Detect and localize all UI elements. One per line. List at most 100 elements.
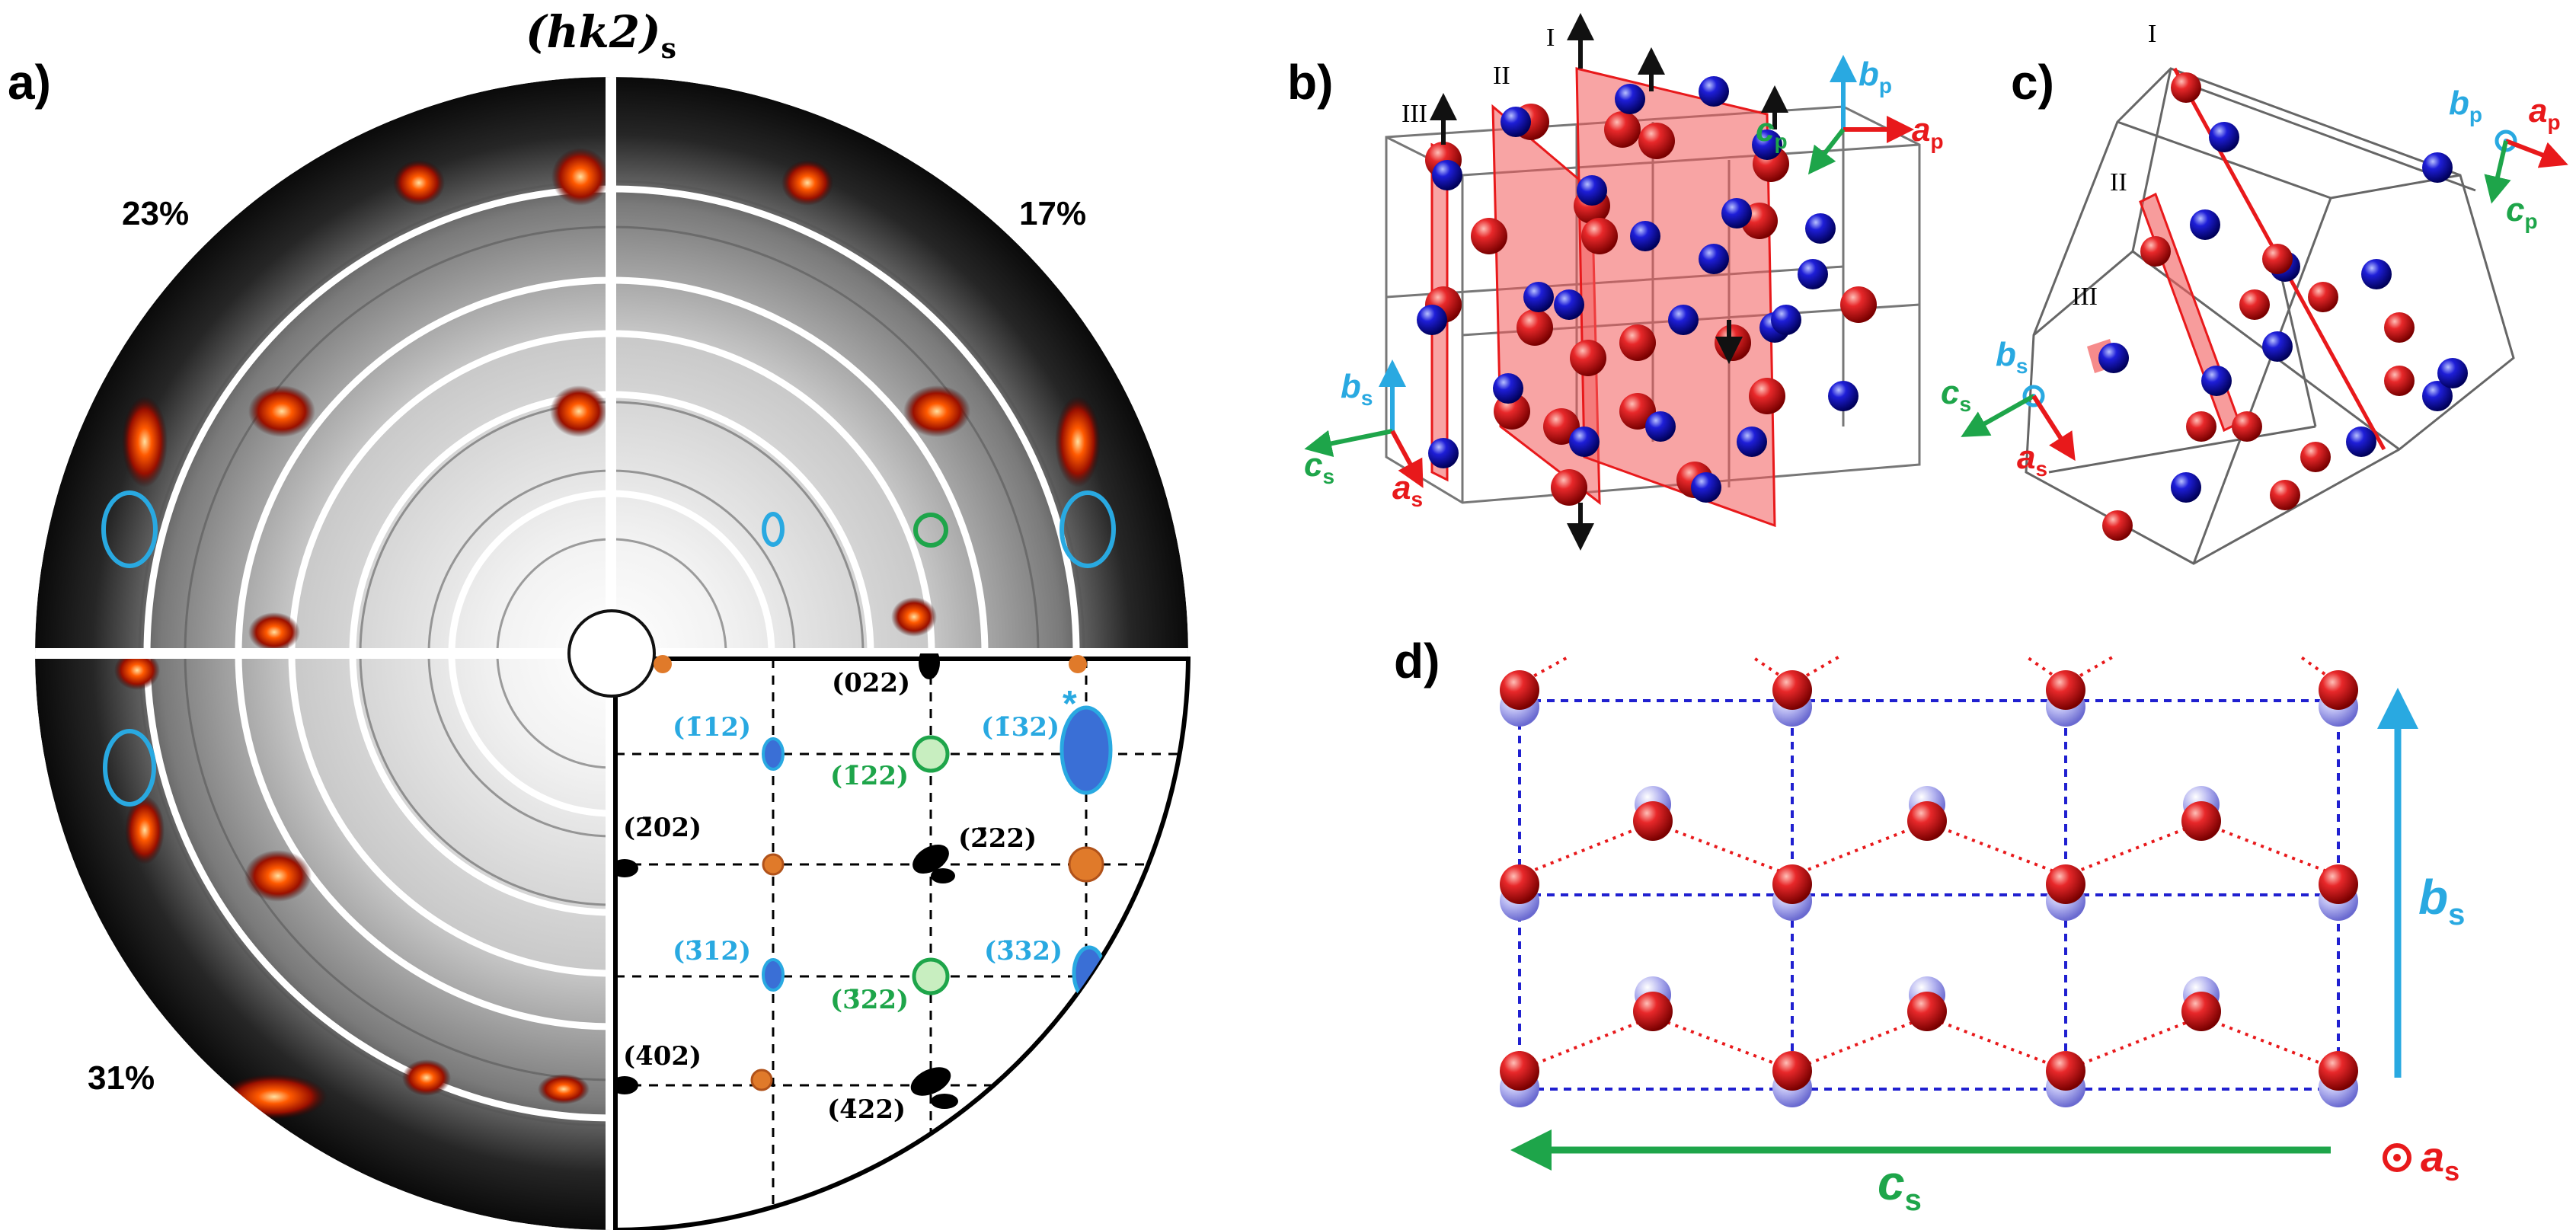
axis-label-as-c: as — [2017, 439, 2047, 481]
oxygen-atom — [2319, 1051, 2358, 1091]
axis-label-ap: ap — [1912, 111, 1944, 153]
oxygen-atom — [2102, 510, 2133, 541]
axes-s: bs cs as — [1304, 359, 1424, 511]
oxygen-atom — [2046, 670, 2085, 710]
oxygen-atom — [1471, 218, 1507, 254]
oxygen-atom — [1772, 864, 1812, 904]
oxygen-atom — [2319, 670, 2358, 710]
oxygen-atom — [2046, 864, 2085, 904]
plane-label-III-c: III — [2072, 283, 2098, 311]
beam-stop — [567, 609, 656, 698]
axis-label-cs-c: cs — [1941, 374, 1971, 416]
metal-atom — [1615, 84, 1645, 114]
oxygen-atom — [1840, 286, 1877, 323]
plane-II-c — [2139, 192, 2241, 433]
axes-p-c: bp ap cp — [2449, 85, 2568, 233]
metal-atom — [1691, 472, 1721, 503]
metal-atom — [1752, 129, 1782, 160]
metal-atom — [1501, 107, 1531, 137]
metal-atom — [1428, 438, 1459, 468]
schematic-quadrant-border — [613, 657, 1191, 1230]
axis-label-bs-c: bs — [1996, 336, 2028, 378]
panel-a: a) (hk2)s — [8, 6, 1191, 1230]
oxygen-atom — [2181, 992, 2221, 1031]
reflection-label: (2̄22) — [958, 823, 1037, 854]
reflection-label: (1̄32) — [981, 712, 1059, 743]
oxygen-atom — [1638, 123, 1675, 159]
oxygen-atom — [2186, 411, 2216, 442]
oxygen-atom — [1581, 218, 1618, 254]
oxygen-atom — [2384, 312, 2415, 343]
metal-atom — [2361, 259, 2392, 289]
metal-atom — [1645, 411, 1676, 442]
oxygen-atom — [2308, 282, 2338, 312]
reflection-label: (4̄22) — [827, 1094, 906, 1125]
reflection-labels: (022) (1̄12) (1̄32) (1̄22) (2̄02) (2̄22)… — [623, 668, 1063, 1125]
panel-c-label: c) — [2011, 55, 2054, 110]
axis-out-of-plane-as — [2383, 1143, 2411, 1172]
oxygen-atom — [1604, 111, 1641, 148]
metal-atom — [1630, 221, 1660, 251]
metal-atom — [1577, 175, 1607, 206]
metal-atom — [2422, 152, 2453, 183]
metal-atom — [2209, 122, 2239, 152]
oxygen-atom — [2046, 1051, 2085, 1091]
metal-atom — [2171, 472, 2201, 503]
oxygen-atom — [2239, 289, 2270, 320]
axis-label-ap-c: ap — [2529, 92, 2561, 134]
cell-wireframe-c — [2025, 67, 2515, 565]
axis-label-bs-d: bs — [2418, 870, 2465, 931]
metal-atom — [2262, 331, 2293, 362]
panel-c: c) I II III bp ap cp — [1941, 20, 2568, 565]
metal-atom — [1523, 282, 1554, 312]
oxygen-atom — [1907, 801, 1947, 841]
axes-s-c: bs cs as — [1941, 336, 2076, 481]
oxygen-atom — [1772, 1051, 1812, 1091]
oxygen-atom — [1772, 670, 1812, 710]
oxygen-atom — [1517, 309, 1553, 346]
metal-atom — [2437, 358, 2468, 388]
metal-atom — [1737, 427, 1767, 457]
reflection-label: (3̄22) — [830, 985, 909, 1015]
oxygen-atom — [2140, 236, 2171, 267]
axis-out-of-plane-dot — [2393, 1154, 2401, 1161]
oxygen-atom — [2270, 480, 2300, 510]
atoms-d — [1500, 670, 2358, 1107]
plane-label-I-c: I — [2148, 20, 2156, 48]
metal-atom — [1798, 259, 1828, 289]
panel-d: d) bs cs as — [1394, 634, 2465, 1217]
metal-atom — [2346, 427, 2376, 457]
metal-atom — [1721, 198, 1752, 228]
spin-arrows — [1430, 13, 1788, 551]
axis-label-bs: bs — [1341, 368, 1373, 410]
reflection-label: (1̄22) — [830, 761, 909, 791]
oxygen-atom — [2384, 366, 2415, 396]
oxygen-atom — [2232, 411, 2262, 442]
reflection-label: (3̄12) — [673, 936, 751, 966]
axis-label-cs: cs — [1304, 446, 1334, 488]
percentage-top-left: 23% — [122, 195, 189, 232]
oxygen-atom — [2319, 864, 2358, 904]
panel-a-title: (hk2)s — [526, 6, 676, 65]
metal-atom — [1771, 305, 1801, 335]
metal-atom — [1554, 289, 1584, 320]
reflection-label: (022) — [832, 668, 910, 698]
plane-label-I: I — [1546, 24, 1555, 52]
metal-atom — [2422, 381, 2453, 411]
oxygen-atom — [2181, 801, 2221, 841]
metal-atom — [2098, 343, 2129, 373]
oxygen-atom — [1570, 340, 1606, 376]
oxygen-atom — [1500, 670, 1539, 710]
panel-d-label: d) — [1394, 634, 1440, 688]
oxygen-atom — [2262, 244, 2293, 274]
axes-p: bp ap cp — [1756, 55, 1944, 175]
oxygen-atom — [1551, 469, 1587, 506]
star-marker: * — [1063, 684, 1077, 724]
oxygen-atom — [1715, 324, 1751, 361]
metal-atom — [1699, 76, 1729, 107]
reflection-label: (1̄12) — [673, 712, 751, 743]
plane-labels: I II III — [1401, 24, 1555, 128]
metal-atom — [1699, 244, 1729, 274]
metal-atom — [1828, 381, 1858, 411]
